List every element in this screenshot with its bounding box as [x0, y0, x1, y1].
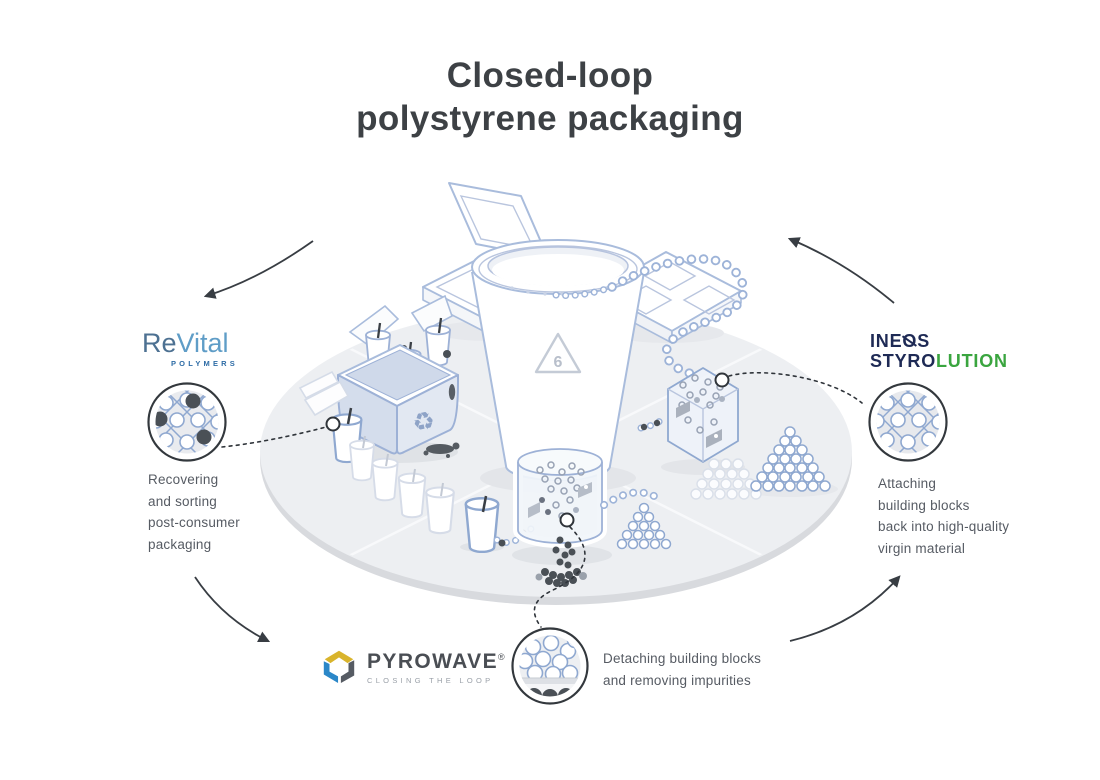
- virgin-material-badge: [868, 382, 948, 462]
- title-line-2: polystyrene packaging: [356, 99, 744, 138]
- ineos-ine: INE: [870, 331, 903, 351]
- ineos-slashed-o: O: [902, 331, 918, 351]
- extruder-node: [714, 372, 730, 388]
- recovered-material-badge: [147, 382, 227, 462]
- pellet-pile-ghost: [690, 458, 762, 500]
- cycle-arrow-top-right: [787, 237, 895, 304]
- ineos-s: S: [917, 331, 931, 351]
- resin-code-icon: 6: [534, 332, 582, 374]
- ineos-styrolution-logo: INEOS STYROLUTION: [870, 331, 1008, 371]
- description-line: virgin material: [878, 540, 966, 556]
- ineos-line-1: INEOS: [870, 331, 1008, 351]
- reactor-vessel: [513, 444, 607, 587]
- pyrowave-description: Detaching building blocks and removing i…: [603, 648, 761, 691]
- ineos-line-2: STYROLUTION: [870, 351, 1008, 371]
- pyrowave-logo: PYROWAVE® CLOSING THE LOOP: [320, 646, 506, 685]
- pyrowave-text: PYROWAVE: [367, 650, 498, 673]
- foam-cup: 6: [471, 239, 645, 481]
- pyrowave-wordmark: PYROWAVE® CLOSING THE LOOP: [367, 646, 506, 686]
- connector-ineos: [728, 371, 863, 404]
- pyrowave-hexagon-icon: [323, 650, 355, 684]
- description-line: Recovering: [148, 472, 219, 487]
- sorted-cup: [298, 370, 363, 464]
- cycle-arrow-bottom-left: [194, 576, 271, 643]
- page-title: Closed-loop polystyrene packaging: [0, 54, 1100, 140]
- description-line: building blocks: [878, 497, 970, 513]
- bin-node: [325, 416, 341, 432]
- cup-row: [349, 435, 500, 554]
- resin-code: 6: [554, 354, 563, 371]
- description-line: Detaching building blocks: [603, 651, 762, 666]
- revital-wordmark: ReVital: [142, 329, 238, 358]
- reactor-node: [559, 512, 575, 528]
- revital-polymers-logo: ReVital POLYMERS: [142, 329, 238, 369]
- impurity-discharge: [535, 536, 587, 587]
- ineos-description: Attaching building blocks back into high…: [878, 473, 1009, 559]
- clean-bead-chain: [600, 488, 662, 509]
- styro-text: STYRO: [870, 351, 937, 371]
- registered-mark: ®: [498, 652, 507, 662]
- connector-revital: [221, 426, 327, 448]
- purified-monomer-badge: [511, 627, 589, 705]
- inlet-chain: [637, 413, 670, 432]
- pellet-pile-large: [750, 426, 831, 492]
- extruder-container: [637, 367, 739, 463]
- revital-description: Recovering and sorting post-consumer pac…: [148, 469, 240, 555]
- description-line: Attaching: [878, 476, 937, 491]
- description-line: and removing impurities: [603, 672, 751, 688]
- monomer-chain-loop: [552, 254, 749, 381]
- lution-text: LUTION: [936, 351, 1008, 371]
- description-line: post-consumer: [148, 515, 240, 530]
- spill-stain: [423, 442, 460, 458]
- revital-subtitle: POLYMERS: [170, 359, 238, 368]
- pellet-pile-small: [616, 502, 672, 550]
- description-line: packaging: [148, 536, 212, 552]
- revital-re: Re: [142, 328, 177, 358]
- description-line: and sorting: [148, 493, 217, 509]
- pyrowave-tagline: CLOSING THE LOOP: [367, 676, 494, 685]
- pyrowave-name: PYROWAVE®: [367, 646, 506, 673]
- revital-vital: Vital: [176, 328, 229, 358]
- description-line: back into high-quality: [878, 519, 1010, 534]
- cycle-arrow-top-left: [203, 240, 314, 299]
- title-line-1: Closed-loop: [446, 56, 654, 95]
- cycle-arrow-bottom-right: [789, 575, 901, 642]
